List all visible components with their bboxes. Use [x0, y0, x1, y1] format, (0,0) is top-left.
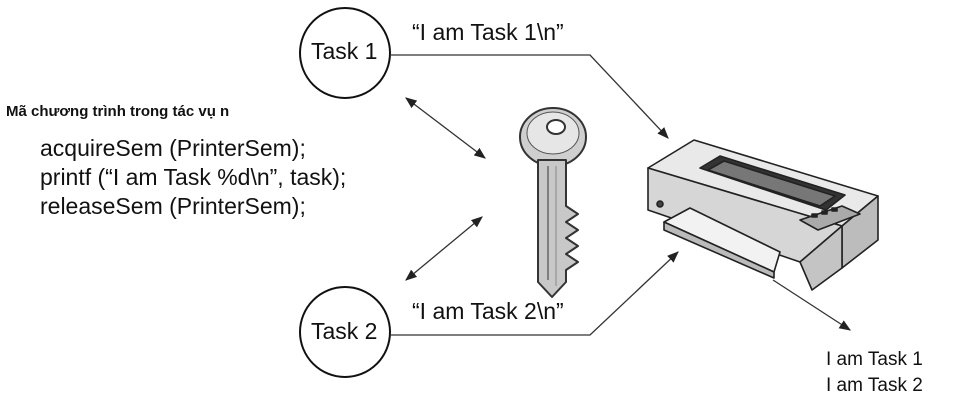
printer-icon [647, 139, 879, 291]
output-line: I am Task 1 [826, 349, 923, 370]
task-1-message: “I am Task 1\n” [412, 19, 564, 45]
code-block: acquireSem (PrinterSem); printf (“I am T… [40, 134, 346, 221]
printer-output-arrow [772, 279, 851, 331]
task-2-message: “I am Task 2\n” [412, 298, 564, 324]
printer-output: I am Task 1 I am Task 2 [826, 347, 923, 399]
task-2-print-line [390, 251, 679, 336]
key-icon [519, 107, 587, 298]
task-2-label: Task 2 [311, 318, 378, 344]
output-line: I am Task 2 [826, 375, 923, 396]
code-line: printf (“I am Task %d\n”, task); [40, 164, 347, 190]
task-1-print-line [390, 54, 669, 139]
task-1-circle [299, 7, 391, 99]
task-1-label: Task 1 [311, 38, 378, 64]
task-2-circle [299, 286, 391, 378]
task-1-key-arrow [405, 97, 486, 159]
code-line: acquireSem (PrinterSem); [40, 135, 306, 161]
code-line: releaseSem (PrinterSem); [40, 193, 306, 219]
task-2-key-arrow [405, 216, 483, 281]
code-title: Mã chương trình trong tác vụ n [6, 103, 230, 120]
